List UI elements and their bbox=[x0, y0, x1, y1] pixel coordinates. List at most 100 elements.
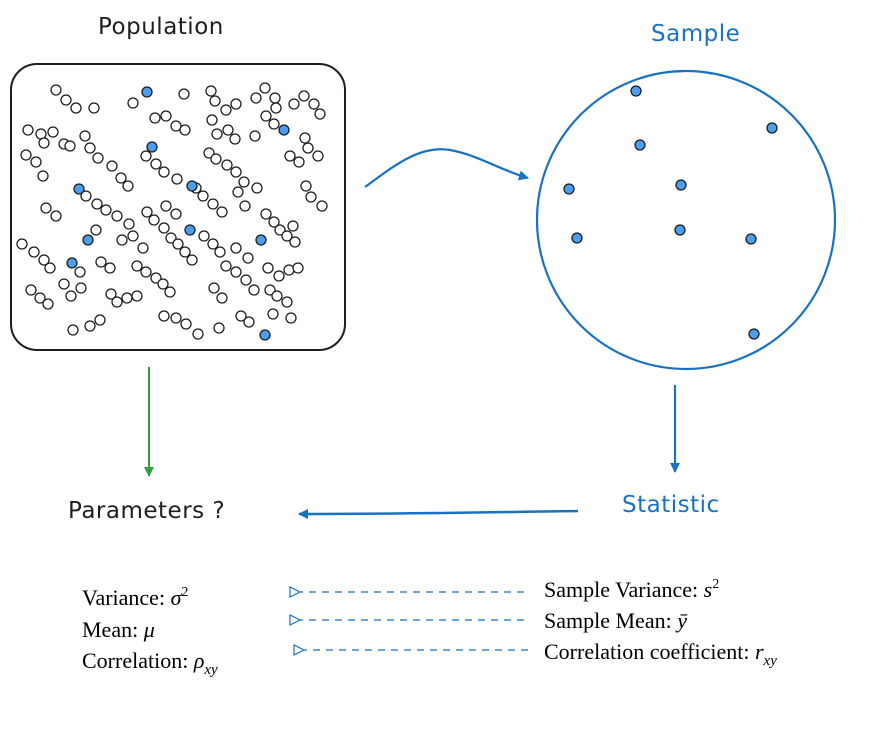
population-dot bbox=[44, 262, 56, 274]
population-dot bbox=[170, 120, 182, 132]
population-dot bbox=[111, 210, 123, 222]
statistic-sample-variance: Sample Variance: s2 bbox=[544, 577, 719, 602]
population-dot-sampled bbox=[278, 124, 290, 136]
sample-dot bbox=[766, 122, 778, 134]
population-dot bbox=[281, 296, 293, 308]
population-dot bbox=[271, 290, 283, 302]
population-dot bbox=[198, 230, 210, 242]
population-dot bbox=[25, 284, 37, 296]
population-dot bbox=[179, 246, 191, 258]
population-dot-sampled bbox=[66, 257, 78, 269]
population-dot bbox=[92, 152, 104, 164]
population-dot bbox=[213, 322, 225, 334]
population-dot bbox=[312, 150, 324, 162]
population-dot bbox=[259, 82, 271, 94]
population-dot bbox=[250, 92, 262, 104]
population-dot bbox=[47, 126, 59, 138]
population-dot bbox=[230, 98, 242, 110]
sample-circle-overlap-stroke bbox=[675, 70, 713, 75]
population-dot bbox=[106, 160, 118, 172]
statistic-label: Statistic bbox=[622, 492, 720, 518]
statistic-correlation-coefficient: Correlation coefficient: rxy bbox=[544, 639, 777, 669]
population-dot bbox=[158, 166, 170, 178]
population-dot bbox=[220, 260, 232, 272]
population-dot bbox=[141, 206, 153, 218]
population-dot bbox=[262, 262, 274, 274]
population-dot bbox=[284, 150, 296, 162]
population-dot bbox=[292, 262, 304, 274]
population-dot bbox=[203, 147, 215, 159]
population-dot bbox=[94, 314, 106, 326]
population-dot bbox=[40, 202, 52, 214]
population-dot bbox=[122, 180, 134, 192]
population-dot bbox=[179, 124, 191, 136]
population-dot bbox=[288, 98, 300, 110]
parameters-label: Parameters ? bbox=[68, 498, 225, 524]
population-dot bbox=[42, 298, 54, 310]
population-dot bbox=[170, 312, 182, 324]
population-dot bbox=[22, 124, 34, 136]
population-dot bbox=[269, 92, 281, 104]
population-dot-sampled bbox=[141, 86, 153, 98]
population-dot bbox=[180, 318, 192, 330]
population-dot bbox=[214, 246, 226, 258]
population-dot bbox=[30, 156, 42, 168]
population-dot bbox=[192, 328, 204, 340]
population-dot bbox=[64, 140, 76, 152]
population-dot bbox=[186, 254, 198, 266]
statistic-sample-mean: Sample Mean: ȳ bbox=[544, 608, 688, 633]
population-dot bbox=[206, 114, 218, 126]
population-dot bbox=[211, 128, 223, 140]
population-dot bbox=[264, 284, 276, 296]
population-dot bbox=[243, 316, 255, 328]
sample-dot bbox=[634, 139, 646, 151]
arrow-population-to-sample bbox=[364, 148, 529, 188]
population-dot bbox=[248, 284, 260, 296]
population-dot bbox=[239, 200, 251, 212]
population-dot bbox=[127, 97, 139, 109]
population-dots bbox=[16, 82, 328, 341]
population-dot bbox=[197, 190, 209, 202]
population-dot bbox=[208, 282, 220, 294]
population-dot bbox=[74, 266, 86, 278]
population-dot-sampled bbox=[259, 329, 271, 341]
population-dot bbox=[299, 132, 311, 144]
population-dot bbox=[158, 222, 170, 234]
population-dot bbox=[121, 292, 133, 304]
population-dot bbox=[37, 170, 49, 182]
population-dot bbox=[260, 110, 272, 122]
population-dot bbox=[273, 270, 285, 282]
population-dot bbox=[314, 108, 326, 120]
population-dot bbox=[172, 238, 184, 250]
population-dot bbox=[104, 262, 116, 274]
population-dot bbox=[79, 130, 91, 142]
population-dot bbox=[91, 198, 103, 210]
sample-dot bbox=[571, 232, 583, 244]
population-dot bbox=[127, 230, 139, 242]
population-dot bbox=[50, 210, 62, 222]
population-dot bbox=[205, 85, 217, 97]
population-dot bbox=[222, 124, 234, 136]
population-dot bbox=[216, 292, 228, 304]
population-dot bbox=[70, 102, 82, 114]
population-dot bbox=[298, 90, 310, 102]
population-dot bbox=[65, 290, 77, 302]
population-dot bbox=[316, 200, 328, 212]
population-dot bbox=[260, 208, 272, 220]
population-dot bbox=[287, 220, 299, 232]
population-dot bbox=[270, 102, 282, 114]
population-dot bbox=[84, 320, 96, 332]
population-dot bbox=[88, 102, 100, 114]
population-dot bbox=[38, 254, 50, 266]
population-dot bbox=[209, 95, 221, 107]
population-dot bbox=[170, 208, 182, 220]
population-dot bbox=[302, 142, 314, 154]
population-dot-sampled bbox=[146, 141, 158, 153]
sample-circle bbox=[535, 69, 837, 371]
population-dot bbox=[249, 130, 261, 142]
population-dot bbox=[308, 98, 320, 110]
arrow-statistic-to-parameters bbox=[298, 508, 579, 519]
population-dot bbox=[160, 200, 172, 212]
population-dot bbox=[150, 272, 162, 284]
